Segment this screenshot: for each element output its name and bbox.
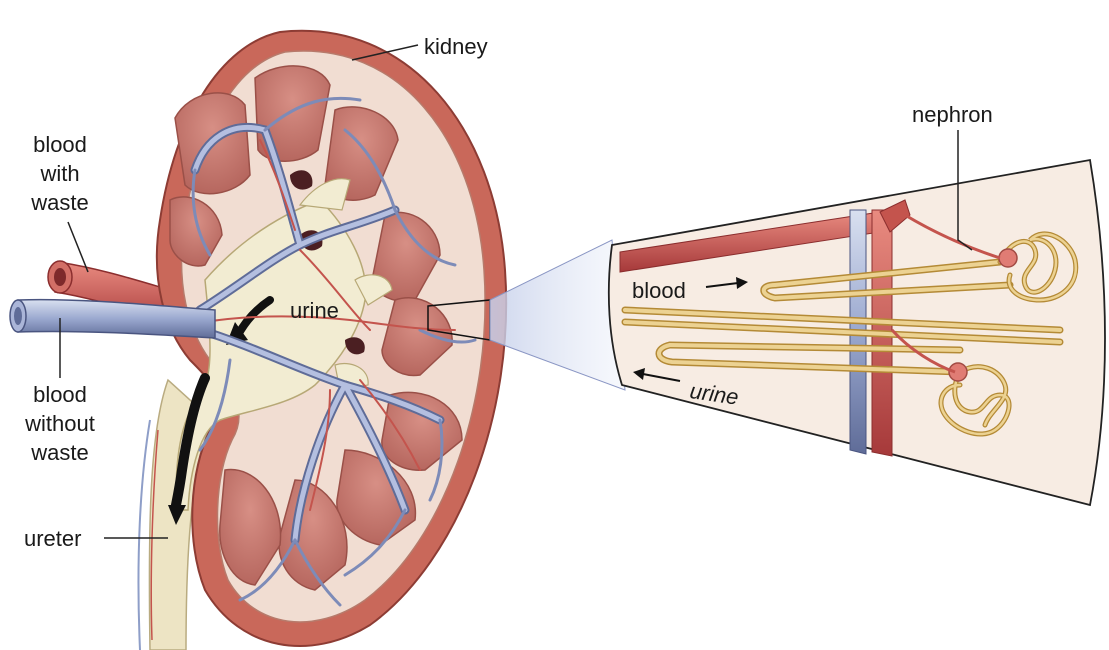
kidney (157, 31, 506, 646)
blood-with-waste-label: blood with waste (14, 130, 106, 217)
nephron-inset (609, 160, 1105, 505)
blood-with-waste-line-2: with (14, 159, 106, 188)
blood-without-waste-label: blood without waste (14, 380, 106, 467)
nephron-label: nephron (912, 100, 993, 129)
kidney-label: kidney (424, 32, 488, 61)
zoom-beam (490, 240, 625, 390)
blood-with-waste-line-3: waste (14, 188, 106, 217)
blood-without-waste-line-3: waste (14, 438, 106, 467)
urine-kidney-label: urine (290, 296, 339, 325)
blood-inset-label: blood (632, 276, 686, 305)
blood-without-waste-line-2: without (14, 409, 106, 438)
blood-with-waste-line-1: blood (14, 130, 106, 159)
blood-without-waste-line-1: blood (14, 380, 106, 409)
ureter-label: ureter (24, 524, 81, 553)
